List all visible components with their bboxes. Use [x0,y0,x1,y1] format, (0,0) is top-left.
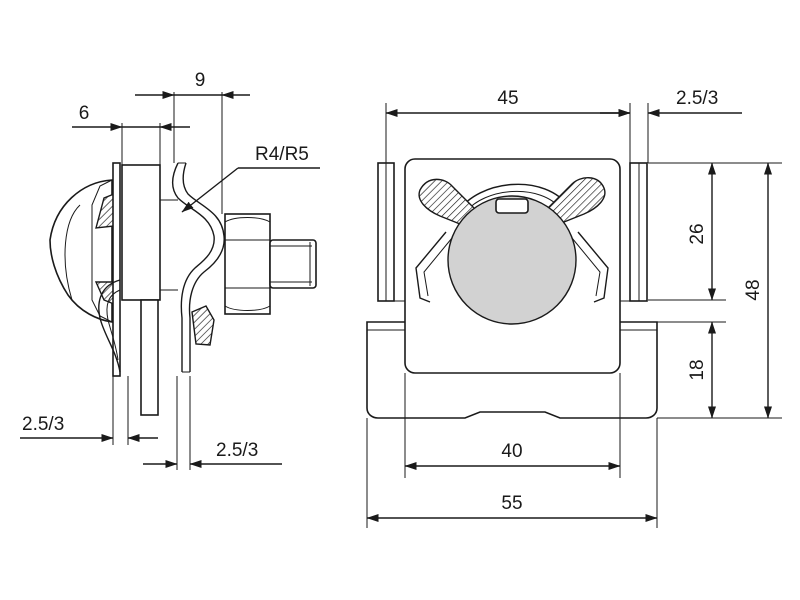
main-block [121,164,161,301]
dim-total-height: 48 [743,162,772,419]
left-wave [98,279,121,373]
left-leg [423,237,453,297]
left-plate [112,162,121,377]
left-leg [415,231,447,303]
dim-label: 45 [497,88,518,109]
dome-cap [49,179,113,323]
right-tooth [191,305,215,346]
dim-top-width: 45 [385,88,631,117]
hex-nut [224,213,271,315]
dim-label: R4/R5 [255,144,309,165]
right-leg [577,231,609,303]
front-view: 45 2.5/3 26 48 18 40 55 [366,88,782,528]
dim-top-width: 9 [135,70,250,99]
dim-label: 9 [195,70,206,91]
dim-top-thickness: 2.5/3 [600,88,742,117]
dim-label: 48 [743,279,764,300]
dome-ring [91,179,113,323]
dim-label: 6 [79,103,90,124]
nut-chamfer [224,305,271,311]
dim-radius: R4/R5 [181,144,320,213]
dim-total-width: 55 [366,493,658,522]
left-wave-inner [106,289,121,361]
wavy-clip-outer [172,162,215,372]
dim-label: 2.5/3 [676,88,718,109]
threaded-bolt [269,239,317,289]
nut-chamfer [224,217,271,223]
dim-thickness-left: 2.5/3 [20,414,158,442]
round-conductor [447,195,577,325]
dim-label: 18 [687,359,708,380]
conductor-saddle [495,198,529,214]
wavy-clip-inner [182,162,225,372]
dim-lower-height: 18 [687,321,716,419]
dim-label: 2.5/3 [22,414,64,435]
right-leg [571,237,601,297]
dim-upper-height: 26 [687,162,716,301]
dim-plate-gap: 6 [72,103,190,131]
dim-label: 2.5/3 [216,440,258,461]
dim-label: 40 [501,441,522,462]
lower-leg [140,299,159,416]
dome-rim [64,204,81,301]
dim-inner-width: 40 [404,441,621,470]
dim-label: 55 [501,493,522,514]
dim-thickness-right: 2.5/3 [143,440,282,468]
dim-label: 26 [687,223,708,244]
side-view: 9 6 R4/R5 2.5/3 2.5/3 [20,70,320,470]
